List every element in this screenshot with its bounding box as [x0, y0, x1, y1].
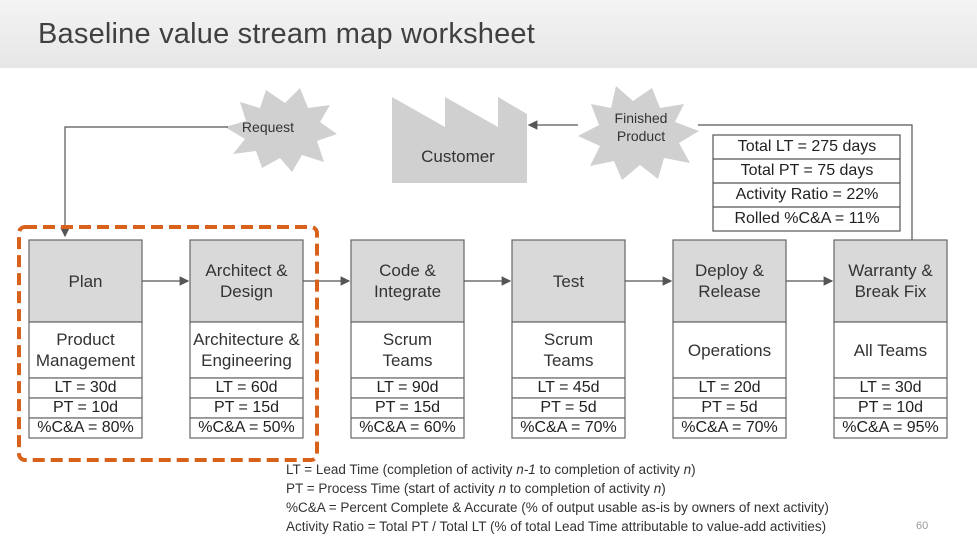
percent-complete-accurate: %C&A = 70%: [520, 419, 617, 436]
legend-line: LT = Lead Time (completion of activity n…: [286, 462, 696, 477]
total-pt: Total PT = 75 days: [740, 162, 874, 179]
process-time: PT = 10d: [52, 399, 119, 416]
legend-text: ): [691, 462, 696, 477]
legend-variable: n: [498, 481, 506, 496]
process-time: PT = 5d: [701, 399, 758, 416]
process-box-deploy-release: [672, 239, 787, 439]
legend-text: %C&A = Percent Complete & Accurate (% of…: [286, 500, 829, 515]
legend-line: Activity Ratio = Total PT / Total LT (% …: [286, 519, 826, 534]
process-owner: Product Management: [35, 330, 136, 370]
process-owner: Scrum Teams: [543, 330, 594, 370]
total-lt: Total LT = 275 days: [737, 138, 877, 155]
totals-box: [712, 134, 901, 232]
process-time: PT = 15d: [374, 399, 441, 416]
process-box-code-integrate: [350, 239, 465, 439]
rolled-ca: Rolled %C&A = 11%: [734, 210, 880, 227]
lead-time: LT = 30d: [859, 379, 922, 396]
percent-complete-accurate: %C&A = 95%: [842, 419, 939, 436]
process-owner: All Teams: [853, 340, 928, 360]
lead-time: LT = 45d: [537, 379, 600, 396]
lead-time: LT = 30d: [54, 379, 117, 396]
request-label: Request: [241, 119, 295, 135]
percent-complete-accurate: %C&A = 80%: [37, 419, 134, 436]
process-box-plan: [28, 239, 143, 439]
legend-variable: n: [653, 481, 662, 496]
legend-variable: n: [683, 462, 692, 477]
process-box-warranty-break-fix: [833, 239, 948, 439]
legend-text: PT = Process Time (start of activity: [286, 481, 499, 496]
process-owner: Architecture & Engineering: [193, 330, 300, 370]
process-box-test: [511, 239, 626, 439]
process-name: Deploy & Release: [695, 261, 764, 301]
process-owner: Operations: [687, 340, 772, 360]
title-band: [0, 0, 977, 68]
percent-complete-accurate: %C&A = 60%: [359, 419, 456, 436]
process-name: Warranty & Break Fix: [848, 261, 933, 301]
percent-complete-accurate: %C&A = 50%: [198, 419, 295, 436]
legend-text: Activity Ratio = Total PT / Total LT (% …: [286, 519, 827, 534]
finished-product-burst: [578, 86, 699, 180]
process-name: Plan: [68, 271, 103, 291]
legend-variable: n-1: [516, 462, 536, 477]
customer-label: Customer: [421, 147, 495, 166]
process-name: Code & Integrate: [373, 261, 442, 301]
slide-title: Baseline value stream map worksheet: [38, 18, 536, 50]
legend-text: to completion of activity: [535, 462, 684, 477]
percent-complete-accurate: %C&A = 70%: [681, 419, 778, 436]
finished-product-label: Finished Product: [614, 110, 668, 144]
lead-time: LT = 20d: [698, 379, 761, 396]
process-box-architect-design: [189, 239, 304, 439]
process-owner: Scrum Teams: [382, 330, 433, 370]
process-time: PT = 15d: [213, 399, 280, 416]
request-arrow: [60, 126, 228, 238]
activity-ratio: Activity Ratio = 22%: [735, 186, 879, 203]
process-name: Test: [552, 271, 585, 291]
legend-text: ): [661, 481, 666, 496]
legend-line: PT = Process Time (start of activity n t…: [286, 481, 666, 496]
process-time: PT = 5d: [540, 399, 597, 416]
highlight-frame: [17, 225, 319, 462]
legend-text: LT = Lead Time (completion of activity: [286, 462, 517, 477]
lead-time: LT = 60d: [215, 379, 278, 396]
lead-time: LT = 90d: [376, 379, 439, 396]
customer-factory: [392, 97, 527, 183]
page-number: 60: [916, 520, 929, 532]
process-name: Architect & Design: [205, 261, 288, 301]
legend-text: to completion of activity: [505, 481, 654, 496]
finished-product-line: [698, 124, 913, 240]
request-burst: [225, 88, 337, 172]
process-time: PT = 10d: [857, 399, 924, 416]
legend-line: %C&A = Percent Complete & Accurate (% of…: [286, 500, 829, 515]
